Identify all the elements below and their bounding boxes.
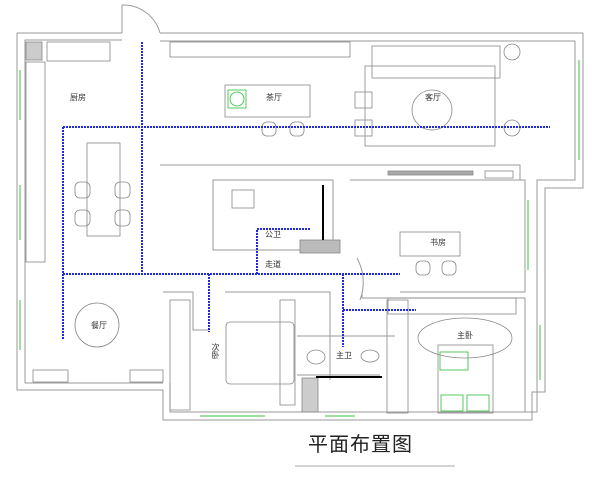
beds (225, 239, 517, 414)
room-label-study: 书房 (430, 238, 446, 247)
circulation-route (62, 42, 550, 347)
room-label-dining: 餐厅 (91, 321, 107, 330)
walls (16, 4, 584, 421)
kitchen-cabinets (25, 41, 351, 263)
room-label-tea-room: 茶厅 (266, 93, 282, 102)
dining-table (32, 299, 191, 411)
room-label-public-bath: 公卫 (265, 230, 281, 239)
room-label-master-bath: 主卫 (336, 351, 352, 360)
room-label-kitchen: 厨房 (70, 93, 86, 102)
chairs (74, 121, 457, 276)
room-label-master-bedroom: 主卧 (457, 331, 473, 340)
room-label-second-bedroom: 次卧 (211, 343, 220, 359)
room-label-living-room: 客厅 (425, 93, 441, 102)
windows (19, 60, 580, 417)
room-label-corridor: 走道 (265, 260, 281, 269)
plan-title: 平面布置图 (308, 432, 413, 456)
living-room-furniture (231, 43, 521, 257)
